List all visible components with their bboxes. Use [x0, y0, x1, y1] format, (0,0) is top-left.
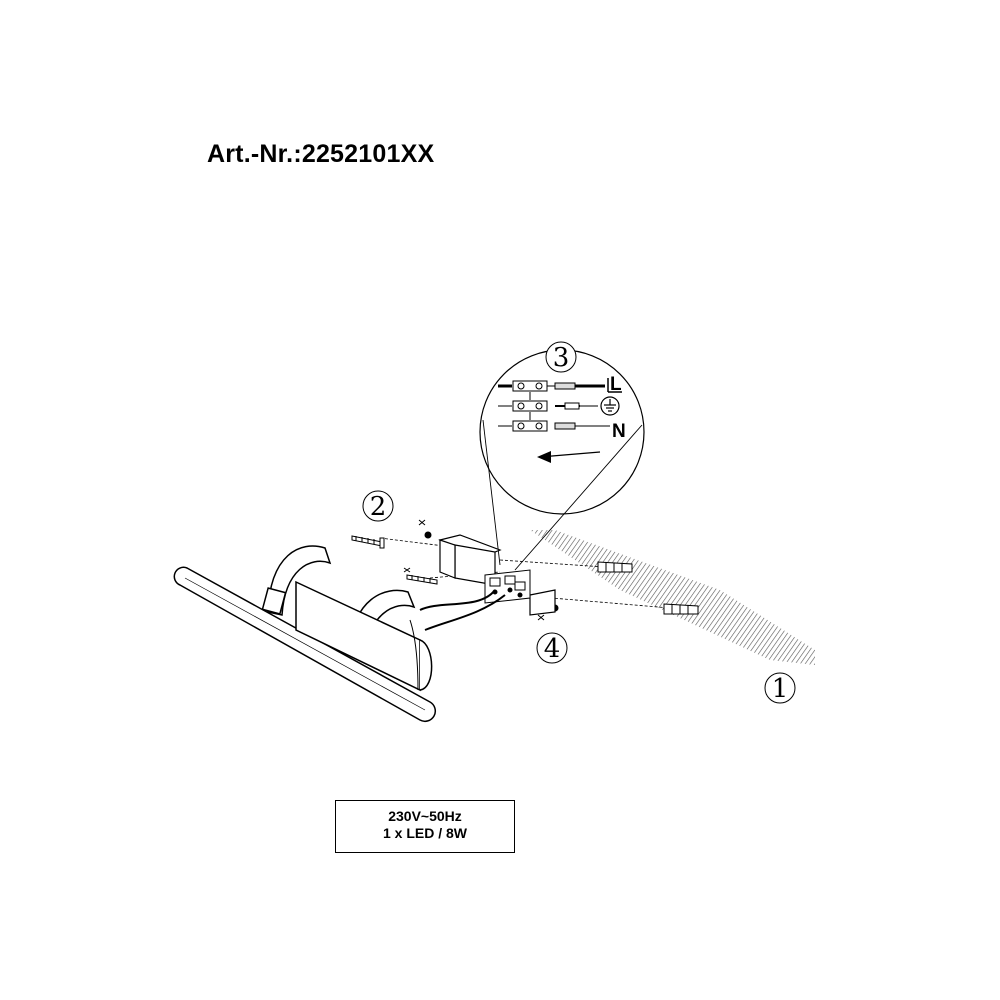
callout-1: 1: [764, 672, 796, 704]
led-spec: 1 x LED / 8W: [382, 825, 468, 841]
callout-3: 3: [545, 341, 577, 373]
svg-text:2: 2: [370, 492, 387, 522]
terminal-block: [484, 569, 531, 604]
svg-text:1: 1: [772, 674, 789, 704]
svg-text:4: 4: [544, 634, 561, 664]
svg-text:3: 3: [553, 343, 570, 373]
article-number-title: Art.-Nr.:2252101XX: [207, 140, 435, 168]
callout-2: 2: [362, 490, 394, 522]
voltage-spec: 230V~50Hz: [388, 808, 462, 824]
wiring-detail-circle: L N 3: [479, 341, 645, 571]
screw-lower-icon: [406, 574, 438, 585]
earth-ground-icon: [600, 396, 620, 416]
electrical-specs-box: 230V~50Hz 1 x LED / 8W: [335, 800, 515, 853]
wall-plug-icon: [597, 561, 699, 615]
callout-4: 4: [536, 632, 568, 664]
terminal-block-detail: [498, 380, 610, 432]
lamp-bar: [173, 566, 436, 723]
arrow-left-icon: [537, 451, 601, 463]
screw-upper-icon: [351, 535, 385, 549]
wall-surface: [530, 530, 815, 665]
neutral-label: N: [612, 421, 626, 442]
supply-cable: [419, 589, 506, 631]
live-label: L: [610, 374, 622, 395]
lamp-housing: [295, 580, 433, 692]
live-wire-marker: L: [607, 374, 622, 395]
lamp-arm-left: [261, 545, 332, 616]
